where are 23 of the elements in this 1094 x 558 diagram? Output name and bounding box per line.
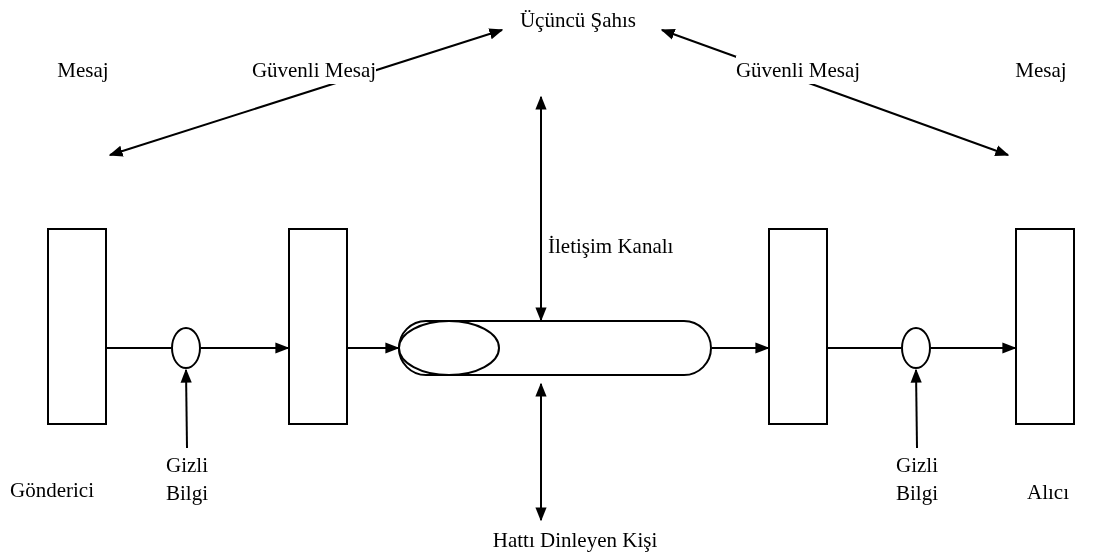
arrow [200,342,290,354]
arrow [108,28,504,157]
text-label: Gizli Bilgi [895,452,939,507]
rectangle-box [1015,228,1075,425]
arrow [535,95,547,322]
arrow [711,342,770,354]
channel-label: İletişim Kanalı [548,233,674,260]
rectangle-box [47,228,107,425]
text-label: Mesaj [57,57,109,84]
text-label: Hattı Dinleyen Kişi [492,527,658,554]
circle [901,327,931,369]
text-label: Gizli Bilgi [165,452,209,507]
text-label: Üçüncü Şahıs [519,7,637,34]
rectangle-box [288,228,348,425]
rectangle-box [768,228,828,425]
arrow [930,342,1017,354]
arrow [910,368,922,449]
arrow [180,368,192,449]
arrow [347,342,400,354]
box-heading: Güvenli Mesaj [735,56,861,84]
circle [171,327,201,369]
arrow [535,382,547,522]
text-label: Mesaj [1015,57,1067,84]
